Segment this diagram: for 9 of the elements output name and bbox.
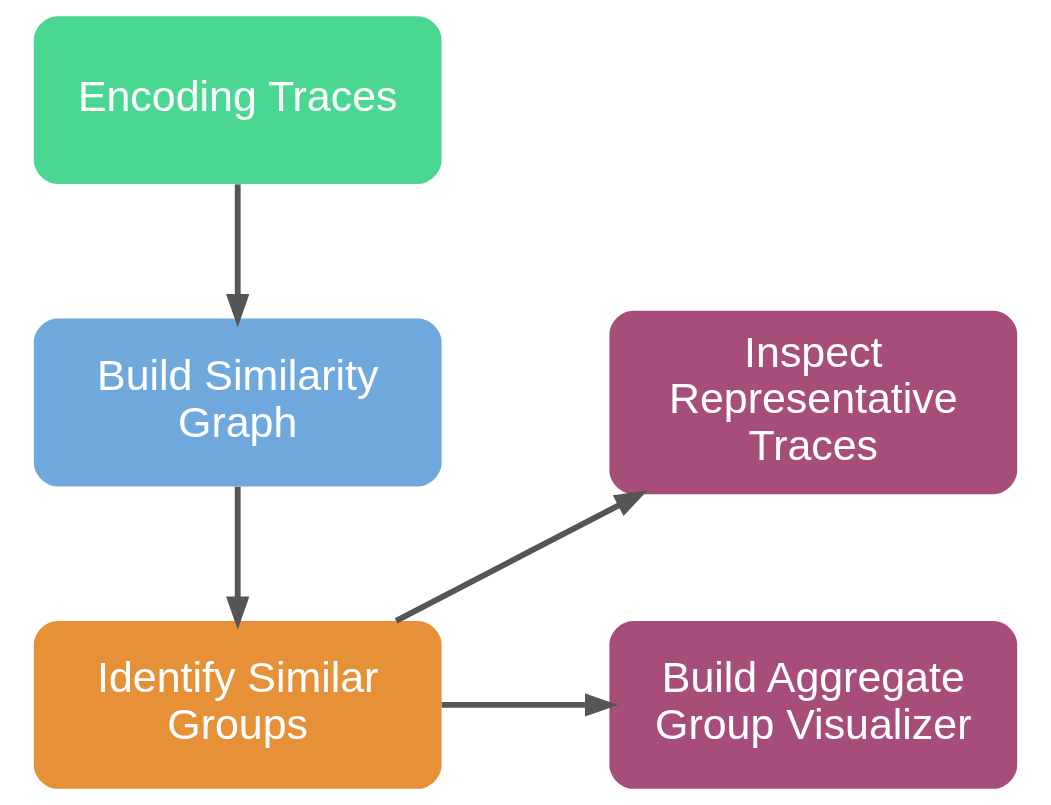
arrow: [394, 490, 648, 624]
arrow: [226, 184, 250, 328]
arrow: [226, 486, 250, 630]
node-box: Build Similarity Graph: [33, 318, 442, 487]
node-box: Identify Similar Groups: [33, 621, 442, 789]
node-box: Build Aggregate Group Visualizer: [609, 621, 1018, 789]
arrow: [441, 693, 619, 717]
node-box: Encoding Traces: [33, 16, 442, 184]
node-box: Inspect Representative Traces: [609, 310, 1018, 495]
